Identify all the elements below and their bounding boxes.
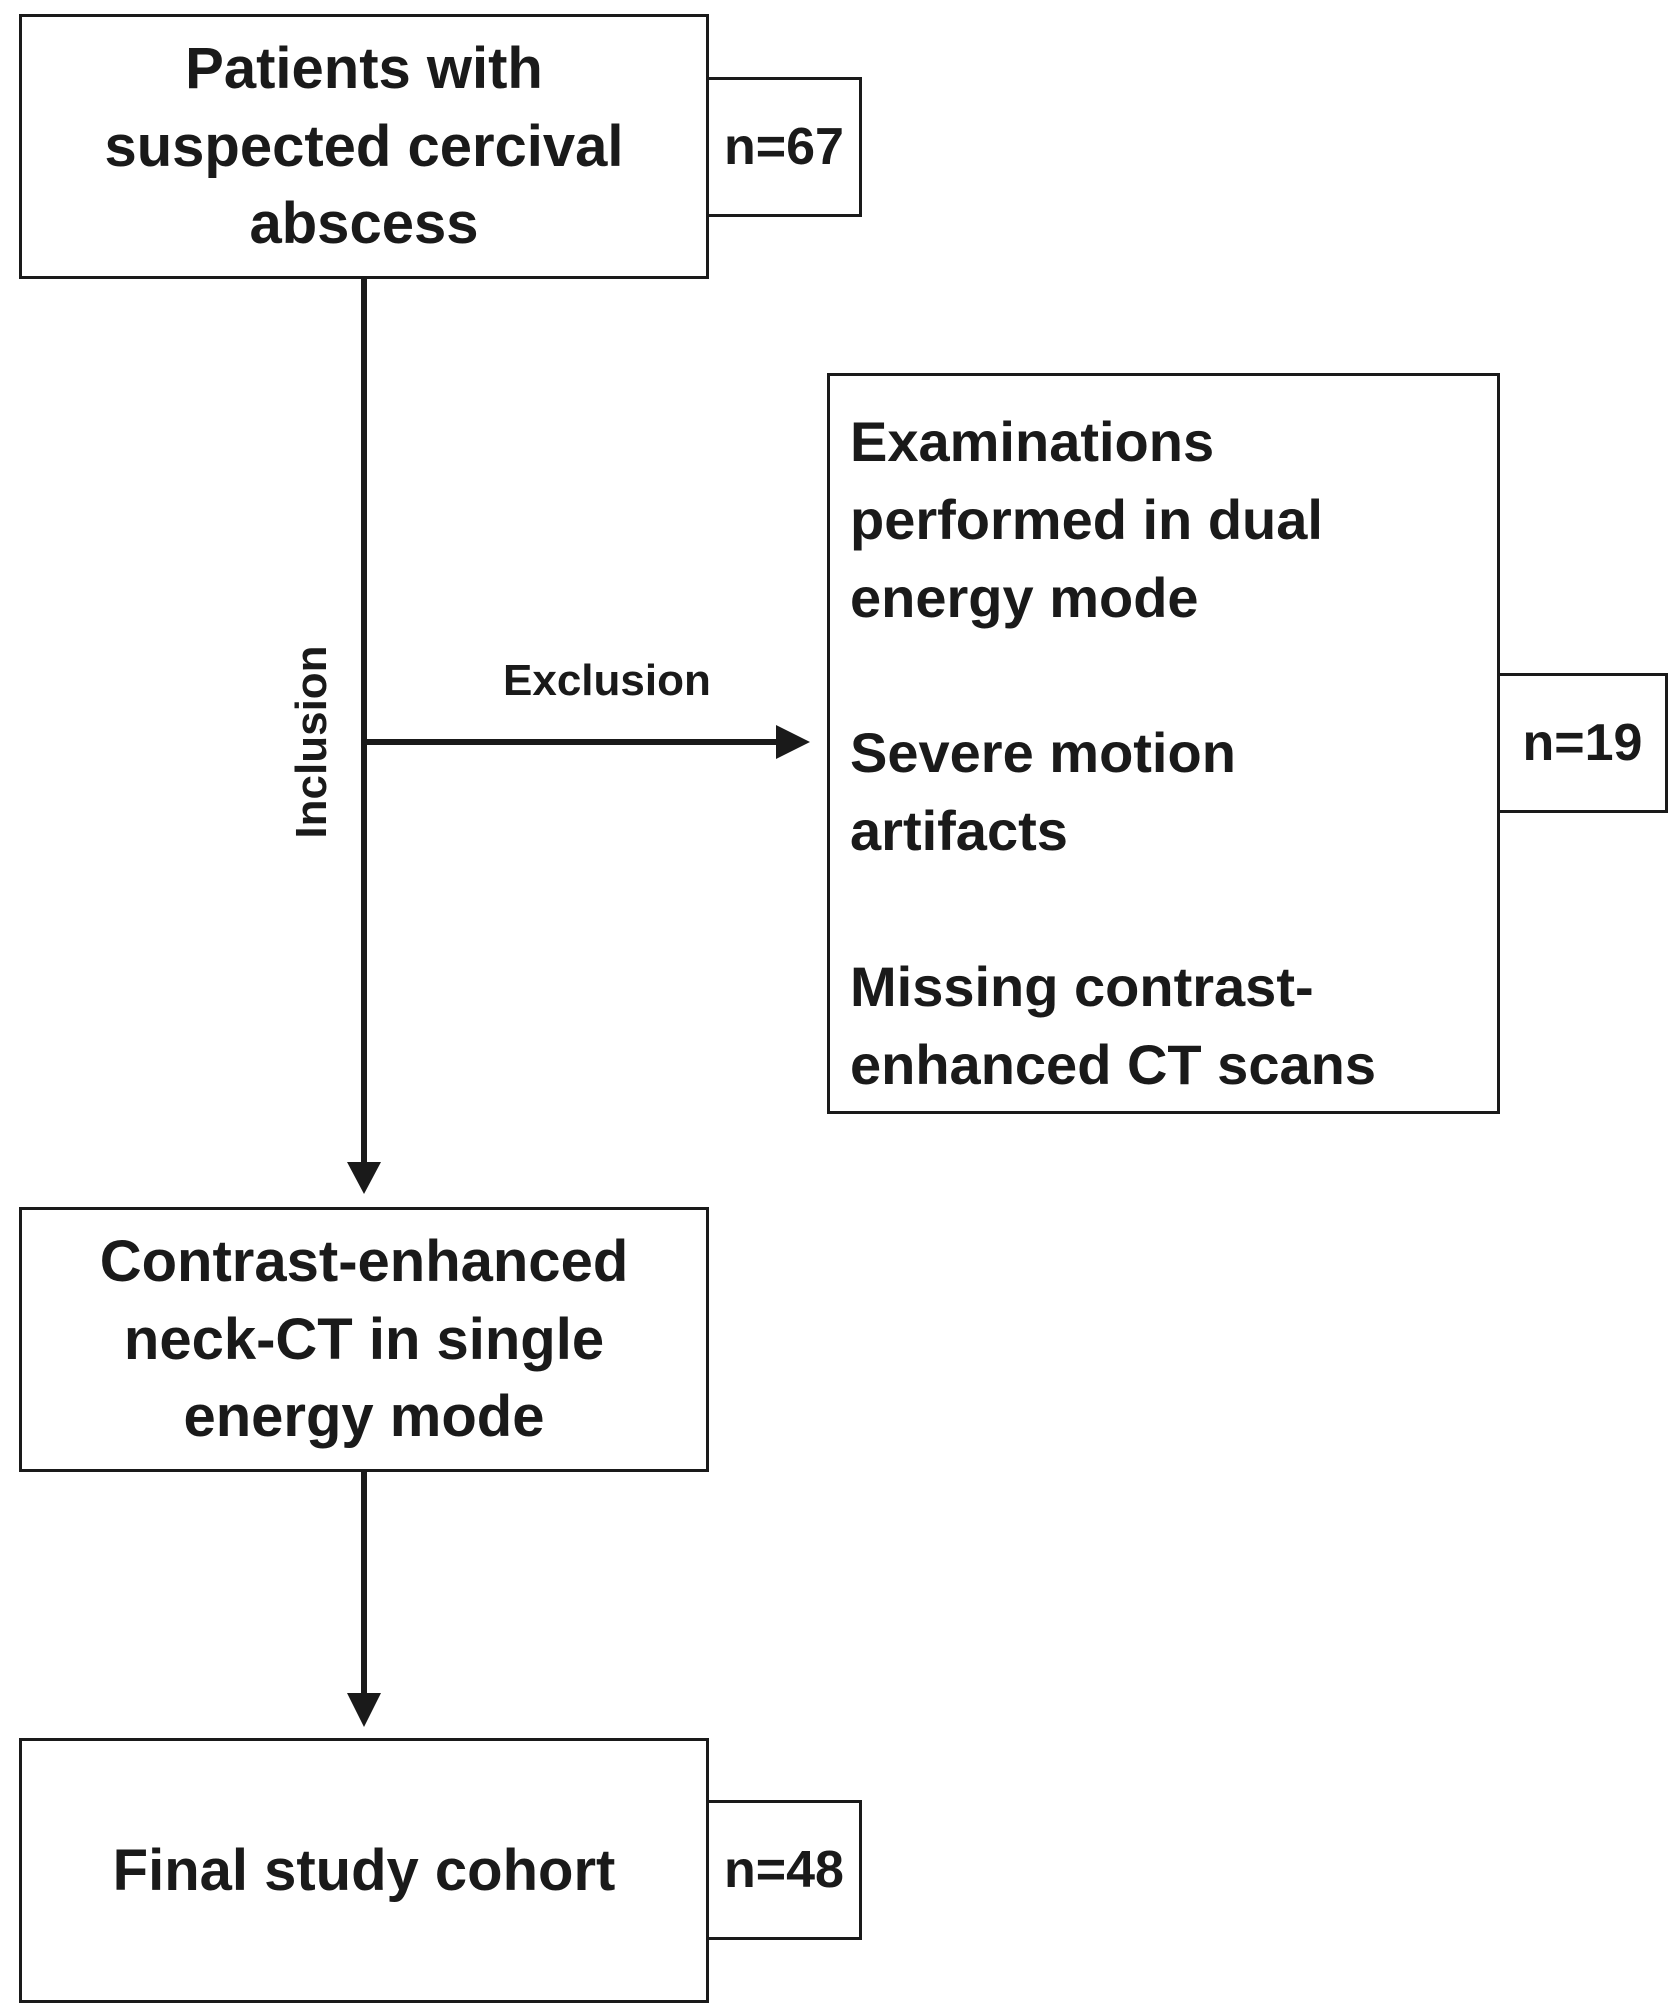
node-final-cohort: Final study cohort (19, 1738, 709, 2003)
exclusion-reason-dual-energy: Examinations performed in dual energy mo… (850, 403, 1477, 636)
node-suspected-abscess: Patients with suspected cercival abscess (19, 14, 709, 279)
edge-label-inclusion: Inclusion (287, 645, 336, 839)
reason-text-line: artifacts (850, 799, 1068, 863)
count-badge-exclusion: n=19 (1497, 673, 1668, 813)
count-badge-final: n=48 (706, 1800, 862, 1940)
exclusion-reason-missing-ct: Missing contrast- enhanced CT scans (850, 948, 1477, 1104)
count-value: n=67 (724, 118, 844, 176)
node-text-line: Contrast-enhanced (99, 1228, 629, 1294)
count-value: n=48 (724, 1841, 844, 1899)
reason-text-line: enhanced CT scans (850, 1032, 1376, 1096)
reason-text-line: performed in dual (850, 487, 1323, 551)
node-text-line: energy mode (183, 1384, 545, 1450)
node-text-line: abscess (249, 191, 479, 257)
arrowhead-to-final (347, 1693, 381, 1727)
node-text-line: Final study cohort (112, 1837, 616, 1903)
reason-text-line: Severe motion (850, 721, 1236, 785)
reason-text-line: energy mode (850, 565, 1199, 629)
reason-text-line: Examinations (850, 410, 1215, 473)
reason-text-line: Missing contrast- (850, 955, 1314, 1019)
node-exclusion-reasons: Examinations performed in dual energy mo… (827, 373, 1500, 1114)
arrowhead-exclusion (776, 725, 810, 759)
count-value: n=19 (1522, 714, 1643, 772)
arrowhead-inclusion (347, 1162, 381, 1194)
node-contrast-enhanced-ct: Contrast-enhanced neck-CT in single ener… (19, 1207, 709, 1472)
edge-label-exclusion: Exclusion (503, 656, 711, 705)
node-text-line: Patients with (185, 35, 543, 101)
exclusion-reason-motion-artifacts: Severe motion artifacts (850, 714, 1477, 870)
node-text-line: neck-CT in single (123, 1306, 605, 1372)
count-badge-start: n=67 (706, 77, 862, 217)
node-text-line: suspected cercival (104, 113, 624, 179)
